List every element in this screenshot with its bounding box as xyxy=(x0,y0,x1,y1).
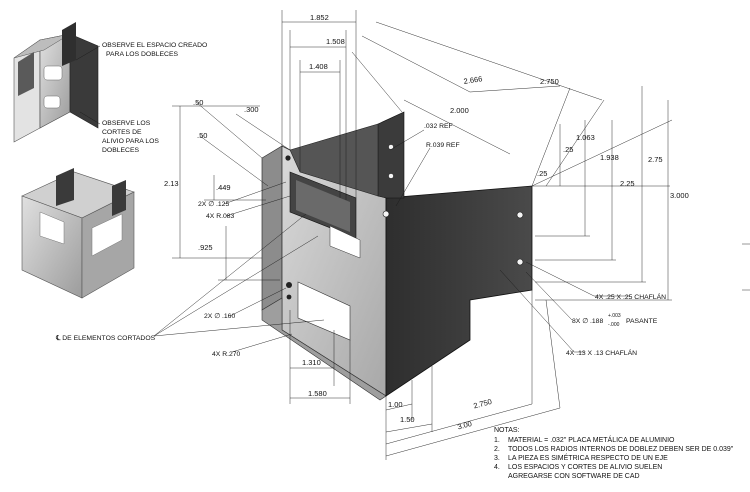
dim-2666: 2.666 xyxy=(463,74,483,86)
dim-025b: .25 xyxy=(537,169,547,178)
callout-chamfer-13: 4X .13 X .13 CHAFLÁN xyxy=(566,348,637,357)
dim-050a: .50 xyxy=(193,98,203,107)
note-2-text: TODOS LOS RADIOS INTERNOS DE DOBLEZ DEBE… xyxy=(508,446,734,453)
dim-1063: 1.063 xyxy=(576,133,595,142)
note-4-num: 4. xyxy=(494,464,500,471)
main-part xyxy=(261,111,533,401)
dim-1508: 1.508 xyxy=(326,37,345,46)
note-5-text: AGREGARSE CON SOFTWARE DE CAD xyxy=(508,473,640,480)
callout-hole-188: 8X ∅ .188 xyxy=(572,318,603,325)
callout-radius-270: 4X R.270 xyxy=(212,351,241,358)
callout-relief-cuts-line3: ALIVIO PARA LOS xyxy=(102,138,159,145)
dim-213: 2.13 xyxy=(164,179,179,188)
dim-3000: 3.000 xyxy=(670,191,689,200)
callout-hole-160: 2X ∅ .160 xyxy=(204,313,235,320)
callout-chamfer-25: 4X .25 X .25 CHAFLÁN xyxy=(595,292,666,301)
dim-2750-top: 2.750 xyxy=(540,77,559,86)
note-2-num: 2. xyxy=(494,446,500,453)
dim-1310: 1.310 xyxy=(302,358,321,367)
notes-block: NOTAS: 1. MATERIAL = .032" PLACA METÁLIC… xyxy=(494,427,734,480)
note-3-text: LA PIEZA ES SIMÉTRICA RESPECTO DE UN EJE xyxy=(508,453,668,462)
dim-300-bottom: 3.00 xyxy=(456,419,472,431)
callout-hole-188-tol-upper: +.003 xyxy=(608,313,621,319)
note-1-text: MATERIAL = .032" PLACA METÁLICA DE ALUMI… xyxy=(508,435,675,444)
callout-relief-cuts-line1: OBSERVE LOS xyxy=(102,120,151,127)
dim-449: .449 xyxy=(216,183,231,192)
callouts: OBSERVE EL ESPACIO CREADO PARA LOS DOBLE… xyxy=(55,42,666,358)
callout-hole-125: 2X ∅ .125 xyxy=(198,201,229,208)
dim-2750-bottom: 2.750 xyxy=(472,397,492,411)
dim-1938: 1.938 xyxy=(600,153,619,162)
note-4-text: LOS ESPACIOS Y CORTES DE ALIVIO SUELEN xyxy=(508,464,662,471)
dimension-values: 1.852 1.508 1.408 2.666 2.750 2.000 .50 … xyxy=(164,13,689,431)
callout-hole-188-type: PASANTE xyxy=(626,318,658,325)
dim-025a: .25 xyxy=(563,145,573,154)
note-3-num: 3. xyxy=(494,455,500,462)
callout-thickness-ref: .032 REF xyxy=(424,123,453,130)
dim-925: .925 xyxy=(198,243,213,252)
dim-300: .300 xyxy=(244,105,259,114)
callout-bend-space-line2: PARA LOS DOBLECES xyxy=(106,51,178,58)
dim-2000: 2.000 xyxy=(450,106,469,115)
dim-100: 1.00 xyxy=(388,400,403,409)
callout-relief-cuts-line4: DOBLECES xyxy=(102,147,139,154)
callout-relief-cuts-line2: CORTES DE xyxy=(102,129,142,136)
dimension-lines xyxy=(75,10,673,460)
dim-150: 1.50 xyxy=(400,415,415,424)
callout-radius-ref: R.039 REF xyxy=(426,142,460,149)
thumbnail-bend-space xyxy=(13,22,99,143)
thumbnail-relief-cuts xyxy=(21,168,135,299)
dim-1408: 1.408 xyxy=(309,62,328,71)
dim-225: 2.25 xyxy=(620,179,635,188)
callout-hole-188-tol-lower: -.000 xyxy=(608,322,620,328)
note-1-num: 1. xyxy=(494,437,500,444)
notes-title: NOTAS: xyxy=(494,427,520,434)
dim-275: 2.75 xyxy=(648,155,663,164)
dim-1852: 1.852 xyxy=(310,13,329,22)
callout-centerline: ℄ DE ELEMENTOS CORTADOS xyxy=(55,335,156,342)
dim-050b: .50 xyxy=(197,131,207,140)
callout-bend-space-line1: OBSERVE EL ESPACIO CREADO xyxy=(102,42,207,49)
callout-radius-083: 4X R.083 xyxy=(206,213,235,220)
dim-1580: 1.580 xyxy=(308,389,327,398)
